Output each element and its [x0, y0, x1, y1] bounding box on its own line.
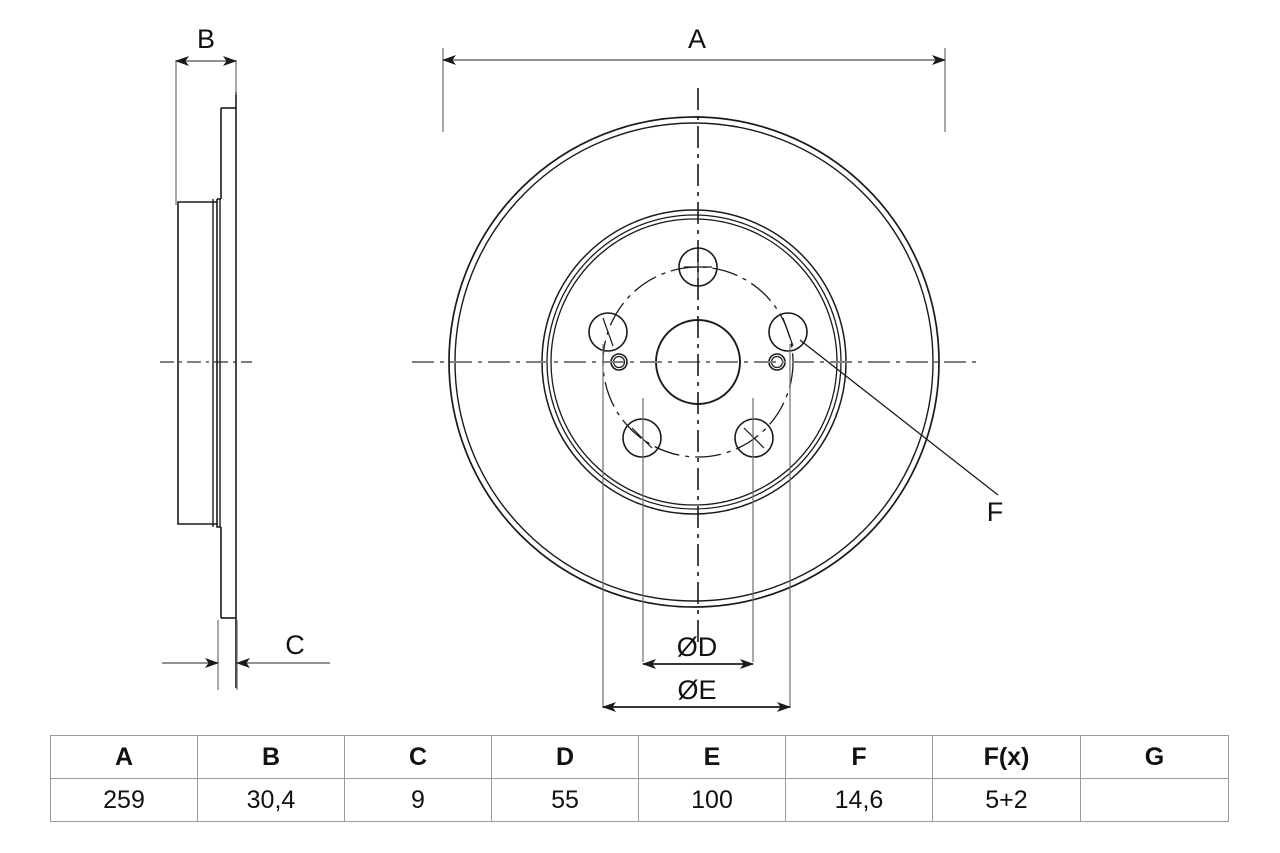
header-cell-c: C	[344, 735, 492, 779]
table-header-row: A B C D E F F(x) G	[50, 735, 1229, 779]
value-cell-c: 9	[344, 778, 492, 822]
header-cell-a: A	[50, 735, 198, 779]
header-cell-g: G	[1080, 735, 1229, 779]
dimension-label-oe: ØE	[677, 675, 716, 705]
bolt-hole-lower-right-tick	[743, 427, 765, 449]
header-cell-fx: F(x)	[932, 735, 1081, 779]
f-leader-line	[799, 339, 999, 496]
value-cell-e: 100	[638, 778, 786, 822]
bolt-hole-lower-right	[734, 418, 774, 458]
value-cell-fx: 5+2	[932, 778, 1081, 822]
header-cell-f: F	[785, 735, 933, 779]
bolt-hole-upper-right-tick	[782, 317, 794, 347]
bolt-hole-upper-right	[768, 312, 808, 352]
bolt-hole-lower-left	[622, 418, 662, 458]
dimension-label-f: F	[987, 497, 1004, 527]
header-cell-b: B	[197, 735, 345, 779]
table-row: 259 30,4 9 55 100 14,6 5+2	[50, 778, 1229, 822]
disc-outer-circle	[448, 116, 940, 608]
bolt-hole-lower-left-tick	[631, 427, 653, 449]
dimension-spec-table: A B C D E F F(x) G 259 30,4 9 55 100 1	[50, 735, 1229, 822]
dimension-label-a: A	[688, 24, 706, 54]
dimension-label-c: C	[285, 630, 305, 660]
value-cell-d: 55	[491, 778, 639, 822]
value-cell-f: 14,6	[785, 778, 933, 822]
value-cell-b: 30,4	[197, 778, 345, 822]
side-section-view: B C	[160, 24, 330, 690]
header-cell-d: D	[491, 735, 639, 779]
header-cell-e: E	[638, 735, 786, 779]
dimension-label-b: B	[197, 24, 215, 54]
bolt-hole-upper-left	[588, 312, 628, 352]
front-face-view: A ØD ØE F	[412, 24, 1004, 712]
value-cell-g	[1080, 778, 1229, 822]
spec-table-container: A B C D E F F(x) G 259 30,4 9 55 100 1	[50, 735, 1229, 822]
dimension-label-od: ØD	[677, 632, 718, 662]
bolt-hole-upper-left-tick	[602, 317, 614, 347]
side-hat-step-bottom-riser	[216, 524, 221, 528]
value-cell-a: 259	[50, 778, 198, 822]
